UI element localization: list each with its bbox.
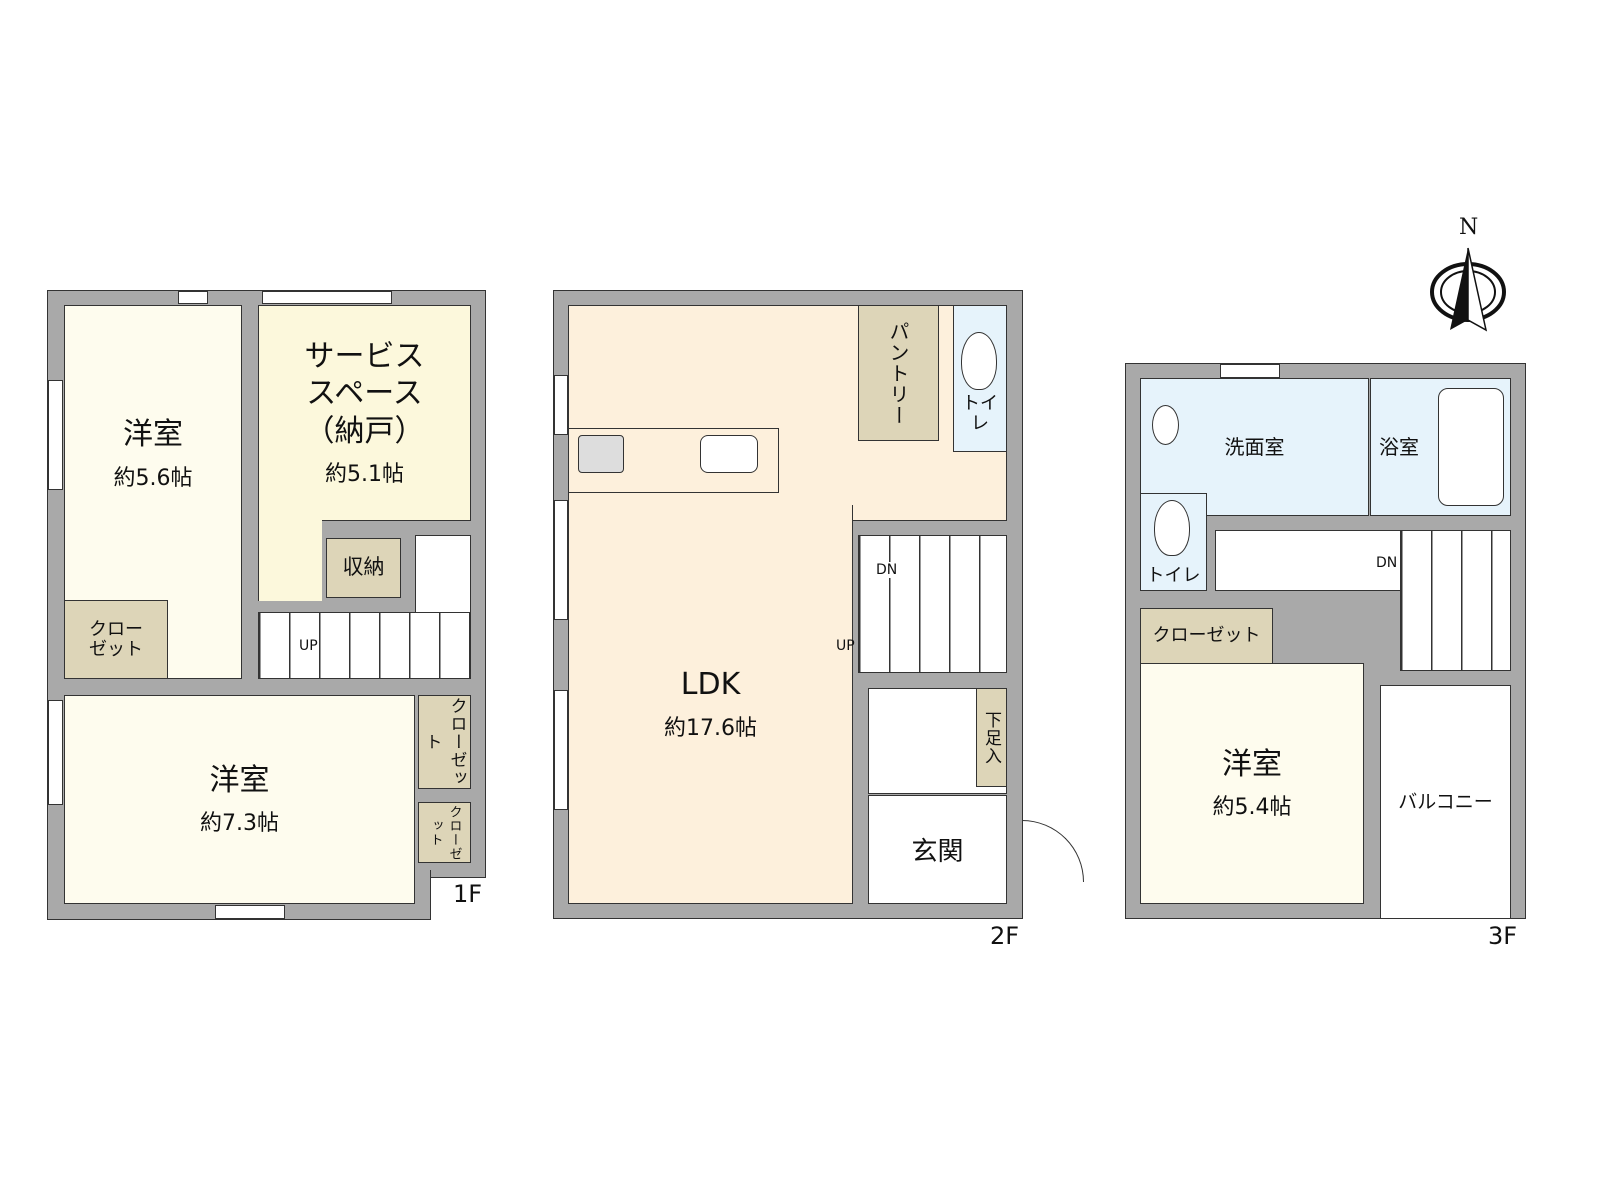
room-area: 約5.6帖 <box>113 465 193 491</box>
stove-icon <box>578 435 624 473</box>
bathtub-icon <box>1438 388 1504 506</box>
stairs-up-label: UP <box>836 638 855 654</box>
staircase-1f: UP <box>258 612 471 679</box>
entrance: 玄関 <box>868 795 1007 904</box>
shoe-cabinet: 下足入 <box>976 688 1007 787</box>
room-area: 約5.1帖 <box>325 462 404 488</box>
north-compass-icon <box>1430 247 1506 332</box>
window <box>48 380 63 490</box>
room-name: トイレ <box>1146 565 1201 587</box>
room-service-space: サービス スペース （納戸） 約5.1帖 <box>258 305 471 521</box>
sink-icon <box>700 435 758 473</box>
room-name: クローゼット <box>421 697 467 787</box>
window <box>1220 364 1280 378</box>
room-area: 約7.3帖 <box>200 811 279 837</box>
washbasin-icon <box>1152 405 1179 445</box>
stairs-up-label: UP <box>299 637 318 654</box>
room-name: クローゼット <box>427 804 462 861</box>
room-name: 洋室 <box>209 762 270 798</box>
room-name: 玄関 <box>911 837 964 867</box>
entrance-door[interactable] <box>1022 820 1084 882</box>
room-name: 浴室 <box>1379 435 1419 459</box>
room-name: クロー ゼット <box>89 618 143 660</box>
room-name: バルコニー <box>1398 790 1493 813</box>
floor-label-1f: 1F <box>453 880 483 908</box>
room-name: 洋室 <box>123 417 183 452</box>
window <box>178 291 208 304</box>
staircase-3f <box>1400 530 1511 671</box>
room-area: 約5.4帖 <box>1212 795 1292 821</box>
pantry: パントリー <box>858 305 939 441</box>
room-name: LDK <box>680 667 741 703</box>
closet: クローゼット <box>418 802 471 863</box>
room-name: 下足入 <box>981 710 1001 765</box>
floor-label-3f: 3F <box>1488 922 1518 950</box>
room-western-3f: 洋室 約5.4帖 <box>1140 663 1364 904</box>
window <box>262 291 392 304</box>
toilet-icon <box>961 332 997 390</box>
window <box>554 500 568 620</box>
room-name: トイレ <box>962 392 998 434</box>
room-area: 約17.6帖 <box>664 715 757 741</box>
room-name: 洋室 <box>1222 746 1282 782</box>
closet-3f: クローゼット <box>1140 608 1273 664</box>
staircase-2f <box>858 535 1007 673</box>
room-name: パントリー <box>886 320 910 426</box>
closet: クロー ゼット <box>64 600 168 679</box>
storage: 収納 <box>326 538 401 598</box>
window <box>554 690 568 810</box>
floor-label-2f: 2F <box>990 922 1020 950</box>
room-name: 洗面室 <box>1224 435 1285 459</box>
window <box>554 375 568 435</box>
room-ldk: LDK 約17.6帖 <box>568 505 853 904</box>
stair-landing <box>415 535 471 615</box>
compass-n-label: N <box>1459 215 1479 240</box>
room-name: 収納 <box>342 555 385 580</box>
room-name: サービス スペース （納戸） <box>304 338 425 449</box>
room-western-1f-b: 洋室 約7.3帖 <box>64 695 415 904</box>
toilet-icon <box>1154 500 1190 556</box>
balcony: バルコニー <box>1380 685 1511 919</box>
window <box>215 905 285 919</box>
closet: クローゼット <box>418 695 471 789</box>
stairs-down-label: DN <box>1376 555 1398 571</box>
service-space-extension <box>258 519 322 601</box>
window <box>48 700 63 805</box>
stairs-down-label: DN <box>876 562 898 578</box>
room-name: クローゼット <box>1152 625 1261 647</box>
